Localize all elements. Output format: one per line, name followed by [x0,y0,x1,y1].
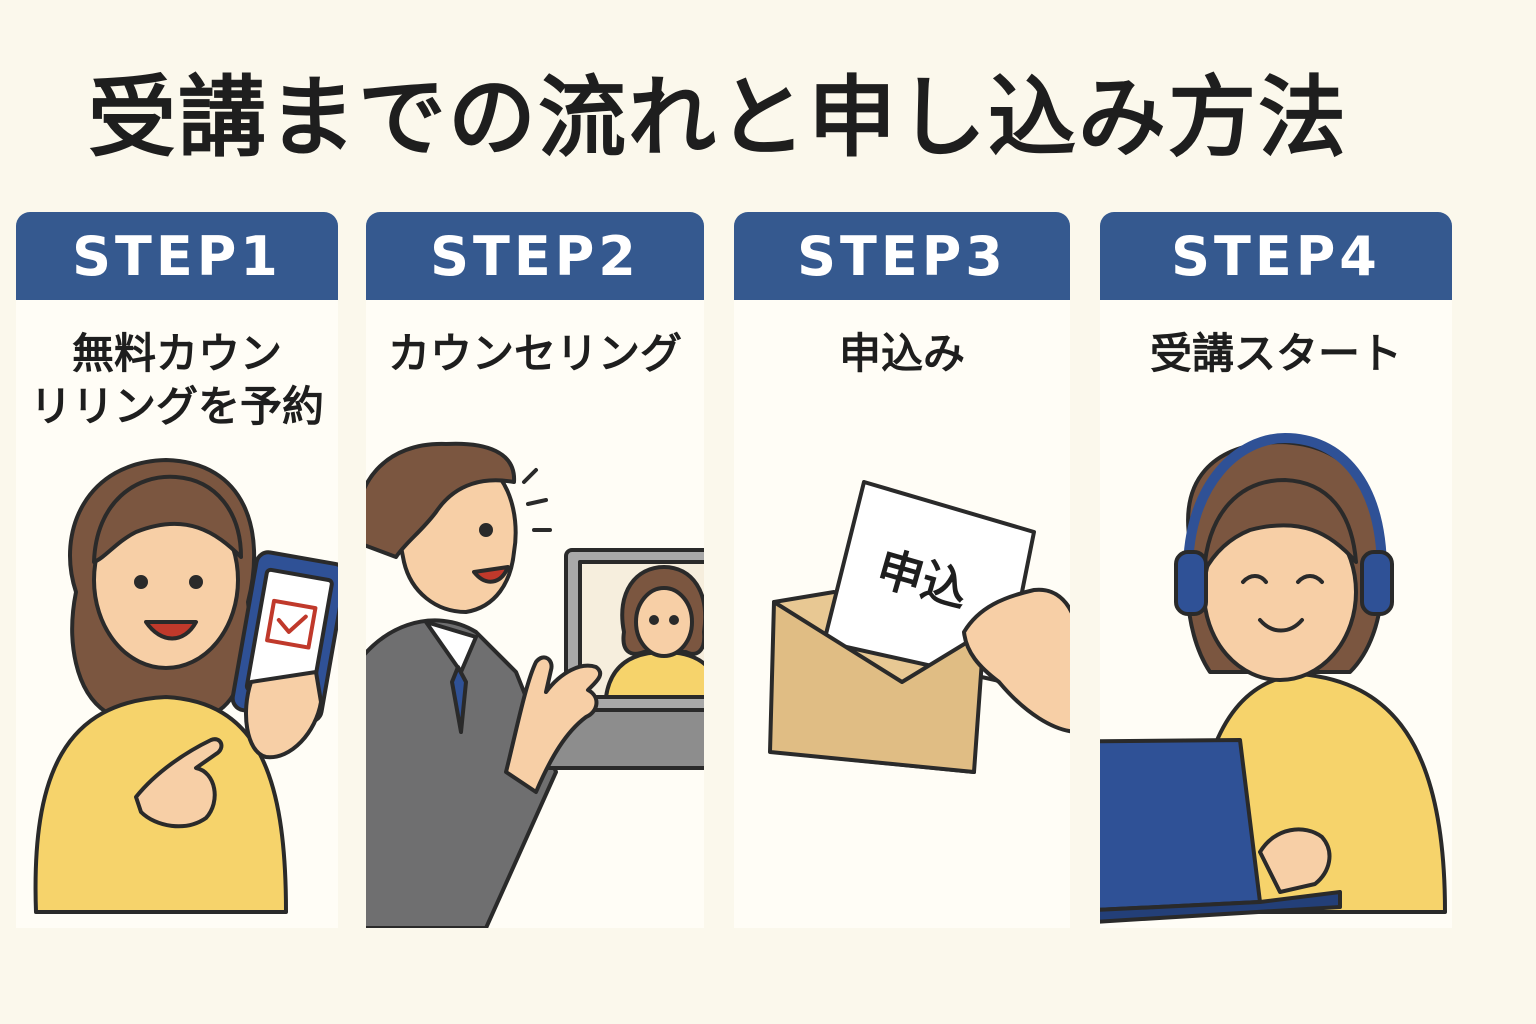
step-2-card: STEP2 カウンセリング [366,212,704,928]
step-3-label: STEP3 [734,212,1070,300]
step-1-description-line-2: リリングを予約 [29,381,324,431]
step-4-card: STEP4 受講スタート [1100,212,1452,928]
woman-with-smartphone-illustration [33,458,338,914]
step-1-description: 無料カウン リリングを予約 [16,328,338,433]
step-4-description-line-1: 受講スタート [1149,329,1402,378]
step-1-label: STEP1 [16,212,338,300]
step-2-description: カウンセリング [366,328,704,381]
step-3-card: STEP3 申込み 申込 [734,212,1070,928]
woman-studying-laptop-illustration [1100,433,1447,924]
step-4-label: STEP4 [1100,212,1452,300]
step-1-card: STEP1 無料カウン リリングを予約 [16,212,338,928]
step-2-description-line-1: カウンセリング [387,329,682,378]
step-4-description: 受講スタート [1100,328,1452,381]
step-3-description: 申込み [734,328,1070,381]
man-video-call-illustration [366,441,704,928]
envelope-application-illustration: 申込 [768,480,1070,774]
step-2-label: STEP2 [366,212,704,300]
step-1-description-line-1: 無料カウン [71,329,282,378]
page-title: 受講までの流れと申し込み方法 [88,66,1349,169]
step-3-description-line-1: 申込み [838,329,965,378]
